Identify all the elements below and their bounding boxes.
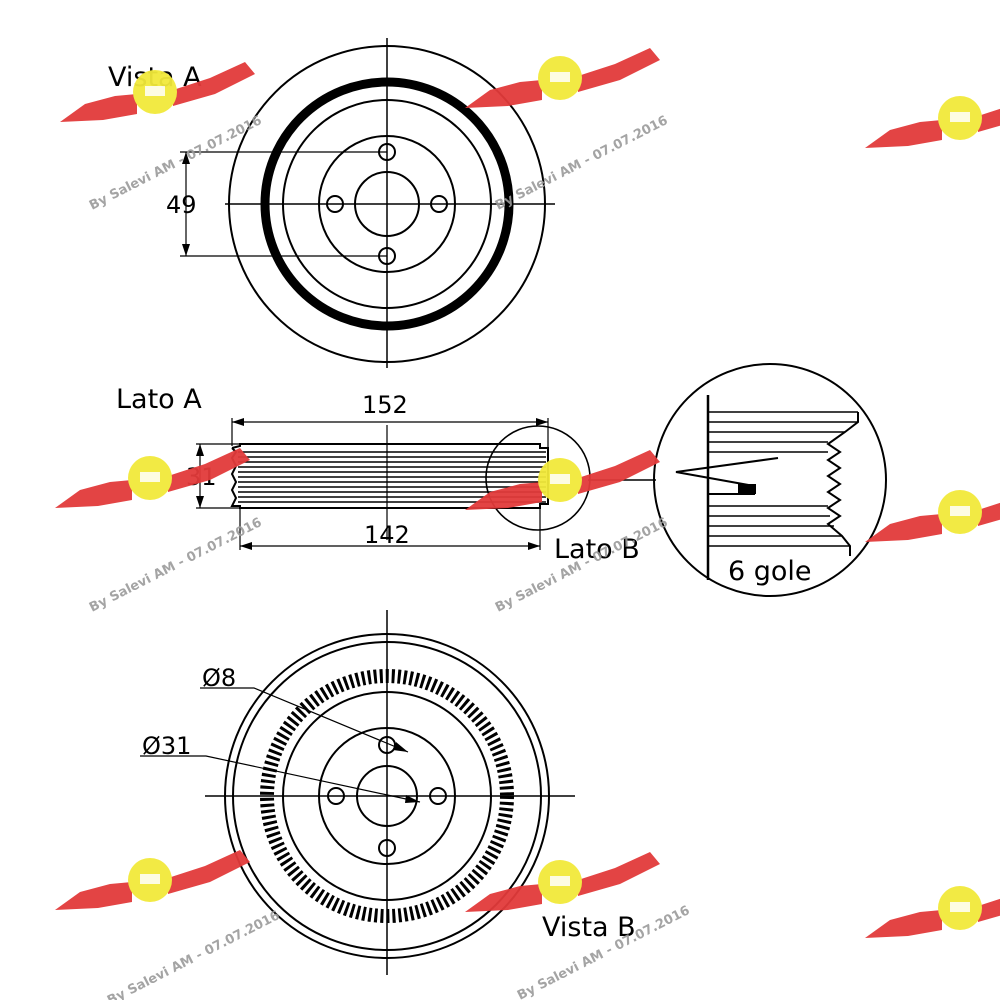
dim-49-arrow-bottom: [182, 244, 190, 256]
vista-b-bolt-hole: [378, 839, 396, 857]
dim-49-label: 49: [166, 191, 197, 219]
vista-a-bolt-hole: [430, 195, 448, 213]
vista-b-view: Ø8 Ø31: [140, 610, 575, 975]
dim-hole-leader: [200, 687, 409, 753]
watermark-text: By Salevi AM - 07.07.2016: [87, 515, 264, 615]
dim-hub-leader: [140, 755, 421, 803]
vista-a-rubber-ring: [260, 77, 514, 331]
watermark-texts: By Salevi AM - 07.07.2016 By Salevi AM -…: [87, 113, 692, 1000]
vista-a-outer-rim: [228, 45, 546, 363]
vista-b-outer-rim-inner: [232, 641, 542, 951]
dim-152-label: 152: [362, 391, 408, 419]
dim-142-arrow-right: [528, 542, 540, 550]
winged-wheel-logo: [55, 48, 1000, 938]
dim-152-arrow-right: [536, 418, 548, 426]
vista-b-hub-hole: [356, 765, 418, 827]
dim-31-arrow-top: [196, 444, 204, 456]
groove-detail: 6 gole: [653, 363, 887, 597]
dim-hole-leader-arrow: [393, 742, 408, 752]
vista-b-bolt-hole: [327, 787, 345, 805]
dim-hub-leader-arrow: [405, 795, 420, 803]
dim-31-arrow-bottom: [196, 496, 204, 508]
watermark-text: By Salevi AM - 07.07.2016: [493, 113, 670, 213]
vista-a-bolt-hole: [326, 195, 344, 213]
watermark-text: By Salevi AM - 07.07.2016: [493, 515, 670, 615]
vista-b-inner-ring: [282, 691, 492, 901]
dim-hole-diameter-label: Ø8: [202, 664, 236, 692]
dim-hub-diameter-label: Ø31: [142, 732, 191, 760]
dim-152-arrow-left: [232, 418, 244, 426]
lato-a-label: Lato A: [116, 384, 202, 415]
groove-detail-profile: [826, 412, 859, 556]
vista-a-inner-ring: [282, 99, 492, 309]
vista-a-hub-hole: [354, 171, 420, 237]
groove-detail-wedge: [675, 457, 779, 495]
watermark-text: By Salevi AM - 07.07.2016: [105, 908, 282, 1000]
lato-b-label: Lato B: [554, 534, 640, 565]
vista-b-bolt-circle: [318, 727, 456, 865]
dim-142-arrow-left: [240, 542, 252, 550]
vista-b-label: Vista B: [542, 912, 636, 943]
vista-a-view: 49: [166, 38, 555, 368]
dim-49-arrow-top: [182, 152, 190, 164]
groove-detail-hatch: [708, 411, 858, 547]
vista-a-bolt-circle: [318, 135, 456, 273]
vista-b-bolt-hole: [429, 787, 447, 805]
dim-142-label: 142: [364, 521, 410, 549]
groove-detail-wedge-fill: [738, 484, 756, 494]
gole-label: 6 gole: [728, 556, 812, 587]
vista-b-outer-rim: [224, 633, 550, 959]
side-view-body-outline: [230, 443, 549, 509]
vista-b-toothed-ring: [260, 669, 514, 923]
groove-detail-circle: [653, 363, 887, 597]
